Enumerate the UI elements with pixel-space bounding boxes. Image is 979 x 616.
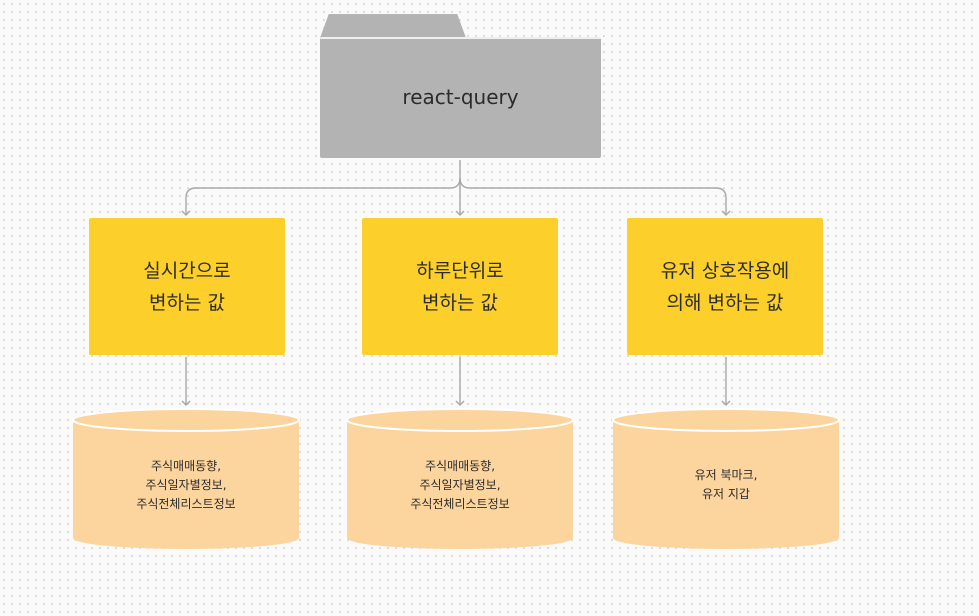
store-daily: 주식매매동향, 주식일자별정보, 주식전체리스트정보 [345, 408, 575, 550]
category-daily-line1: 하루단위로 [416, 259, 504, 282]
store-user-line: 유저 북마크, [694, 468, 758, 482]
store-daily-line: 주식전체리스트정보 [410, 496, 510, 511]
category-realtime: 실시간으로 변하는 값 [89, 218, 285, 355]
category-user-interaction: 유저 상호작용에 의해 변하는 값 [627, 218, 823, 355]
database-cylinder-icon [72, 408, 300, 549]
category-realtime-line2: 변하는 값 [149, 291, 225, 314]
store-realtime: 주식매매동향, 주식일자별정보, 주식전체리스트정보 [71, 408, 301, 550]
connector-to-realtime [181, 177, 461, 216]
database-cylinder-icon [612, 408, 840, 549]
category-user-line2: 의해 변하는 값 [666, 291, 784, 314]
folder-tab-icon [320, 14, 466, 38]
category-daily: 하루단위로 변하는 값 [362, 218, 558, 355]
root-folder-label: react-query [402, 84, 519, 109]
database-cylinder-icon [346, 408, 574, 549]
store-realtime-line: 주식전체리스트정보 [136, 496, 236, 511]
store-realtime-line: 주식일자별정보, [145, 477, 227, 492]
connector-to-user [459, 177, 731, 216]
root-folder: react-query [320, 37, 601, 158]
store-daily-line: 주식매매동향, [424, 458, 496, 473]
category-daily-line2: 변하는 값 [422, 291, 498, 314]
store-realtime-line: 주식매매동향, [150, 458, 222, 473]
category-user-line1: 유저 상호작용에 [660, 259, 790, 282]
category-realtime-line1: 실시간으로 [143, 259, 231, 282]
store-user: 유저 북마크, 유저 지갑 [611, 408, 841, 550]
store-user-line: 유저 지갑 [702, 487, 750, 501]
store-daily-line: 주식일자별정보, [419, 477, 501, 492]
